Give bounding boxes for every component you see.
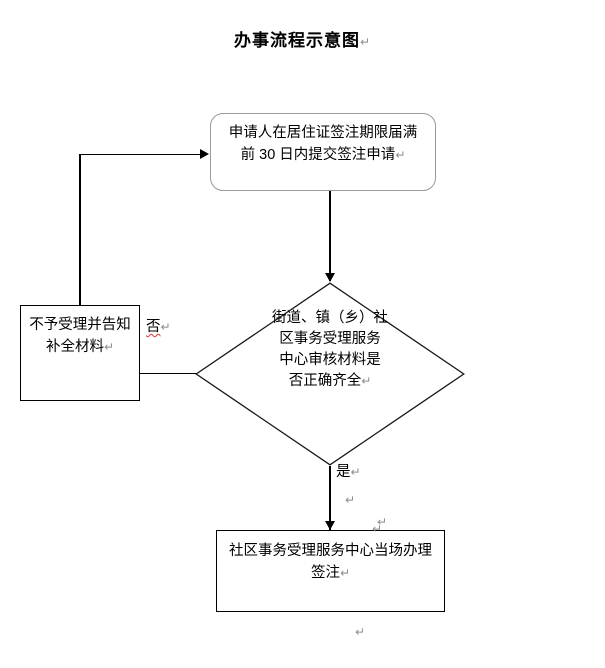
page-title-text: 办事流程示意图	[233, 31, 360, 50]
paragraph-mark-icon: ↵	[395, 147, 406, 162]
stray-paragraph-mark-1-icon: ↵	[345, 493, 356, 507]
paragraph-mark-icon: ↵	[103, 339, 115, 354]
decision-line-4: 否正确齐全↵	[288, 373, 372, 390]
page-title: 办事流程示意图↵	[0, 26, 605, 51]
flow-node-handle[interactable]: 社区事务受理服务中心当场办理签注↵	[216, 530, 445, 612]
flow-node-handle-label: 社区事务受理服务中心当场办理签注↵	[229, 543, 432, 581]
connector-reject-to-apply-horizontal	[79, 154, 203, 156]
flow-node-reject[interactable]: 不予受理并告知补全材料↵	[20, 305, 140, 401]
arrowhead-into-decision-icon	[324, 273, 335, 282]
paragraph-mark-icon: ↵	[361, 374, 372, 389]
edge-label-yes: 是↵	[336, 464, 361, 480]
stray-paragraph-mark-4-icon: ↵	[355, 625, 366, 639]
paragraph-mark-icon: ↵	[359, 35, 372, 49]
flow-node-decision-label: 街道、镇（乡）社 区事务受理服务 中心审核材料是 否正确齐全↵	[195, 308, 465, 392]
arrowhead-into-handle-icon	[324, 521, 335, 530]
flow-node-apply-label: 申请人在居住证签注期限届满前 30 日内提交签注申请↵	[228, 125, 418, 163]
stray-paragraph-mark-3-icon: ↵	[372, 522, 383, 536]
edge-label-no: 否↵	[146, 319, 171, 335]
flow-node-apply[interactable]: 申请人在居住证签注期限届满前 30 日内提交签注申请↵	[210, 113, 436, 191]
connector-decision-to-reject	[140, 373, 196, 375]
flow-node-reject-label: 不予受理并告知补全材料↵	[29, 317, 131, 355]
decision-line-1: 街道、镇（乡）社	[272, 310, 388, 326]
decision-line-3: 中心审核材料是	[279, 352, 381, 369]
arrowhead-into-apply-icon	[200, 149, 209, 160]
paragraph-mark-icon: ↵	[350, 465, 361, 479]
flow-node-decision[interactable]: 街道、镇（乡）社 区事务受理服务 中心审核材料是 否正确齐全↵	[195, 282, 465, 466]
connector-reject-to-apply-vertical	[79, 154, 81, 306]
decision-line-2: 区事务受理服务	[279, 331, 381, 348]
stray-paragraph-mark-2-icon: ↵	[377, 515, 388, 529]
connector-decision-to-handle	[329, 466, 331, 530]
connector-apply-to-decision	[329, 191, 331, 281]
paragraph-mark-icon: ↵	[339, 565, 351, 580]
paragraph-mark-icon: ↵	[160, 320, 171, 334]
diamond-shape-icon	[195, 282, 465, 466]
